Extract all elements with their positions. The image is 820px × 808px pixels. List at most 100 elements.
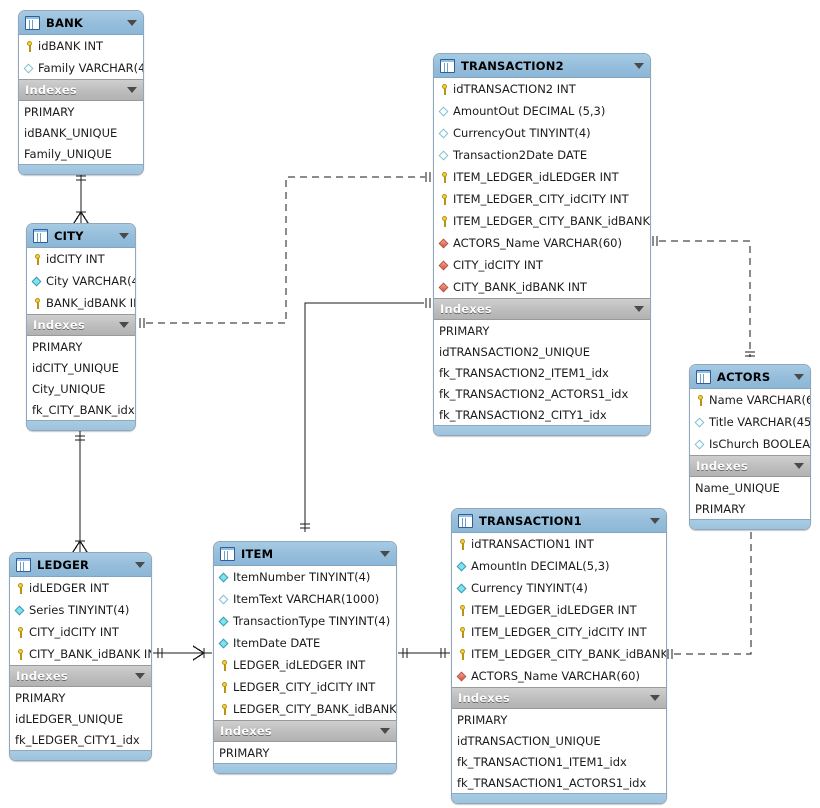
column-row[interactable]: ACTORS_Name VARCHAR(60) — [452, 665, 666, 687]
index-row[interactable]: idLEDGER_UNIQUE — [15, 711, 124, 726]
column-label: ITEM_LEDGER_idLEDGER INT — [453, 170, 619, 184]
column-row[interactable]: CITY_idCITY INT — [434, 254, 650, 276]
column-row[interactable]: idCITY INT — [27, 248, 135, 270]
indexes-label: Indexes — [220, 724, 272, 738]
column-row[interactable]: ItemNumber TINYINT(4) — [214, 566, 396, 588]
column-row[interactable]: ItemText VARCHAR(1000) — [214, 588, 396, 610]
column-row[interactable]: CITY_BANK_idBANK INT — [10, 643, 151, 665]
chevron-down-icon[interactable] — [380, 550, 390, 557]
chevron-down-icon[interactable] — [634, 62, 644, 69]
index-row[interactable]: idBANK_UNIQUE — [24, 125, 118, 140]
column-row[interactable]: Transaction2Date DATE — [434, 144, 650, 166]
chevron-down-icon[interactable] — [794, 463, 804, 469]
column-row[interactable]: ITEM_LEDGER_CITY_idCITY INT — [434, 188, 650, 210]
chevron-down-icon[interactable] — [119, 322, 129, 328]
chevron-down-icon[interactable] — [127, 19, 137, 26]
indexes-header-ledger[interactable]: Indexes — [10, 665, 151, 687]
chevron-down-icon[interactable] — [119, 232, 129, 239]
column-label: ITEM_LEDGER_idLEDGER INT — [471, 603, 637, 617]
table-header-bank[interactable]: BANK — [19, 11, 143, 35]
column-row[interactable]: idBANK INT — [19, 35, 143, 57]
column-row[interactable]: City VARCHAR(45) — [27, 270, 135, 292]
table-header-item[interactable]: ITEM — [214, 542, 396, 566]
chevron-down-icon[interactable] — [794, 373, 804, 380]
column-row[interactable]: Title VARCHAR(45) — [690, 411, 810, 433]
column-row[interactable]: TransactionType TINYINT(4) — [214, 610, 396, 632]
column-row[interactable]: LEDGER_CITY_BANK_idBANK INT — [214, 698, 396, 720]
index-row[interactable]: PRIMARY — [24, 104, 75, 119]
column-row[interactable]: ItemDate DATE — [214, 632, 396, 654]
indexes-header-transaction1[interactable]: Indexes — [452, 687, 666, 709]
indexes-header-bank[interactable]: Indexes — [19, 79, 143, 101]
index-row[interactable]: fk_TRANSACTION1_ITEM1_idx — [457, 754, 627, 769]
column-row[interactable]: LEDGER_CITY_idCITY INT — [214, 676, 396, 698]
index-row[interactable]: fk_LEDGER_CITY1_idx — [15, 732, 140, 747]
index-row[interactable]: PRIMARY — [439, 323, 490, 338]
table-header-city[interactable]: CITY — [27, 224, 135, 248]
chevron-down-icon[interactable] — [135, 673, 145, 679]
index-row[interactable]: idTRANSACTION_UNIQUE — [457, 733, 601, 748]
column-row[interactable]: LEDGER_idLEDGER INT — [214, 654, 396, 676]
indexes-header-transaction2[interactable]: Indexes — [434, 298, 650, 320]
chevron-down-icon[interactable] — [127, 87, 137, 93]
column-row[interactable]: idTRANSACTION1 INT — [452, 533, 666, 555]
column-row[interactable]: ITEM_LEDGER_CITY_BANK_idBANK INT — [452, 643, 666, 665]
column-row[interactable]: ITEM_LEDGER_CITY_idCITY INT — [452, 621, 666, 643]
index-row[interactable]: fk_CITY_BANK_idx — [32, 402, 135, 417]
index-row[interactable]: fk_TRANSACTION1_ACTORS1_idx — [457, 775, 647, 790]
column-row[interactable]: ACTORS_Name VARCHAR(60) — [434, 232, 650, 254]
column-row[interactable]: IsChurch BOOLEAN — [690, 433, 810, 455]
index-row[interactable]: PRIMARY — [219, 745, 270, 760]
column-row[interactable]: Series TINYINT(4) — [10, 599, 151, 621]
indexes-header-city[interactable]: Indexes — [27, 314, 135, 336]
chevron-down-icon[interactable] — [135, 561, 145, 568]
index-row[interactable]: Family_UNIQUE — [24, 146, 112, 161]
table-header-transaction2[interactable]: TRANSACTION2 — [434, 54, 650, 78]
column-row[interactable]: AmountOut DECIMAL (5,3) — [434, 100, 650, 122]
column-row[interactable]: Family VARCHAR(45) — [19, 57, 143, 79]
index-row[interactable]: idCITY_UNIQUE — [32, 360, 119, 375]
column-row[interactable]: CurrencyOut TINYINT(4) — [434, 122, 650, 144]
chevron-down-icon[interactable] — [650, 517, 660, 524]
index-row[interactable]: PRIMARY — [457, 712, 508, 727]
column-row[interactable]: ITEM_LEDGER_idLEDGER INT — [452, 599, 666, 621]
chevron-down-icon[interactable] — [634, 306, 644, 312]
column-row[interactable]: ITEM_LEDGER_idLEDGER INT — [434, 166, 650, 188]
table-header-actors[interactable]: ACTORS — [690, 365, 810, 389]
column-row[interactable]: idTRANSACTION2 INT — [434, 78, 650, 100]
index-row[interactable]: Name_UNIQUE — [695, 480, 780, 495]
table-name-label: CITY — [54, 228, 84, 243]
index-row[interactable]: City_UNIQUE — [32, 381, 106, 396]
column-row[interactable]: Currency TINYINT(4) — [452, 577, 666, 599]
diamond-filled-icon — [439, 259, 450, 272]
index-row[interactable]: fk_TRANSACTION2_ACTORS1_idx — [439, 386, 629, 401]
index-row[interactable]: fk_TRANSACTION2_CITY1_idx — [439, 407, 607, 422]
chevron-down-icon[interactable] — [650, 695, 660, 701]
table-header-ledger[interactable]: LEDGER — [10, 553, 151, 577]
column-row[interactable]: Name VARCHAR(60) — [690, 389, 810, 411]
column-row[interactable]: ITEM_LEDGER_CITY_BANK_idBANK INT — [434, 210, 650, 232]
column-row[interactable]: BANK_idBANK INT — [27, 292, 135, 314]
indexes-header-item[interactable]: Indexes — [214, 720, 396, 742]
indexes-header-actors[interactable]: Indexes — [690, 455, 810, 477]
index-row[interactable]: PRIMARY — [32, 339, 83, 354]
column-row[interactable]: AmountIn DECIMAL(5,3) — [452, 555, 666, 577]
index-row[interactable]: PRIMARY — [15, 690, 66, 705]
index-row[interactable]: PRIMARY — [695, 501, 746, 516]
column-row[interactable]: CITY_BANK_idBANK INT — [434, 276, 650, 298]
index-row[interactable]: idTRANSACTION2_UNIQUE — [439, 344, 591, 359]
column-row[interactable]: CITY_idCITY INT — [10, 621, 151, 643]
index-row[interactable]: fk_TRANSACTION2_ITEM1_idx — [439, 365, 609, 380]
table-header-transaction1[interactable]: TRANSACTION1 — [452, 509, 666, 533]
chevron-down-icon[interactable] — [380, 728, 390, 734]
column-row[interactable]: idLEDGER INT — [10, 577, 151, 599]
